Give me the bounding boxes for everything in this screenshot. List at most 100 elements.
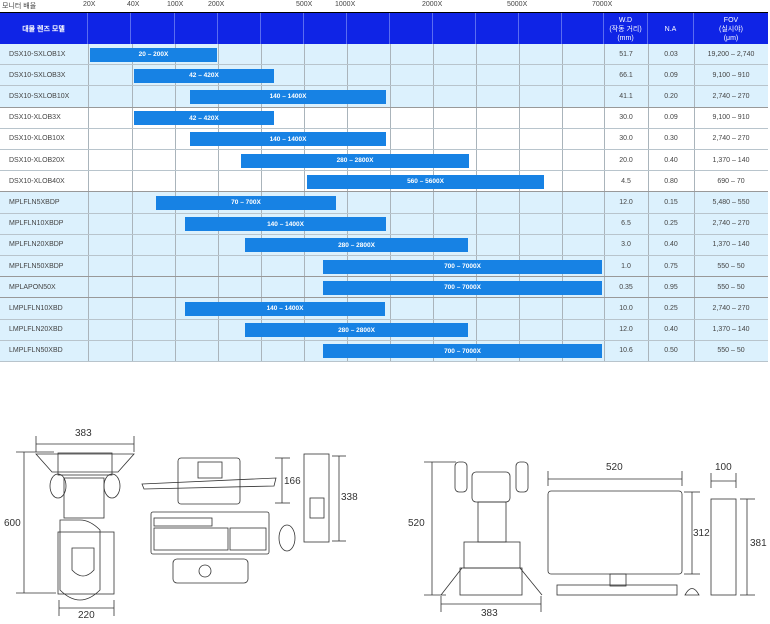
grid-line bbox=[304, 277, 305, 298]
header-grid-cell bbox=[261, 13, 304, 45]
working-distance: 4.5 bbox=[621, 177, 631, 185]
magnification-tick-label: 100X bbox=[167, 1, 184, 8]
monitor-keyboard-drawing bbox=[141, 453, 346, 584]
magnification-range-bar: 140 – 1400X bbox=[185, 301, 385, 316]
grid-line bbox=[519, 107, 520, 128]
grid-line bbox=[390, 213, 391, 234]
monitor-mag-label: 모니터 배율 bbox=[2, 3, 37, 10]
grid-line bbox=[132, 171, 133, 192]
grid-line bbox=[88, 128, 89, 149]
field-of-view: 2,740 – 270 bbox=[712, 92, 750, 100]
grid-line bbox=[390, 44, 391, 65]
grid-line bbox=[604, 150, 605, 171]
grid-line bbox=[562, 128, 563, 149]
grid-line bbox=[648, 234, 649, 255]
grid-line bbox=[648, 150, 649, 171]
model-name: LMPLFLN10XBD bbox=[9, 304, 63, 312]
grid-line bbox=[648, 319, 649, 340]
grid-line bbox=[694, 234, 695, 255]
grid-line bbox=[261, 171, 262, 192]
model-name: DSX10-SXLOB3X bbox=[9, 71, 66, 79]
numerical-aperture: 0.40 bbox=[664, 326, 678, 334]
working-distance: 10.6 bbox=[619, 347, 633, 355]
grid-line bbox=[604, 128, 605, 149]
dim-monitor-width: 520 bbox=[606, 462, 623, 473]
working-distance: 20.0 bbox=[619, 156, 633, 164]
grid-line bbox=[390, 298, 391, 319]
grid-line bbox=[132, 277, 133, 298]
grid-line bbox=[562, 234, 563, 255]
grid-line bbox=[175, 86, 176, 107]
grid-line bbox=[347, 44, 348, 65]
grid-line bbox=[562, 298, 563, 319]
field-of-view: 2,740 – 270 bbox=[712, 220, 750, 228]
working-distance: 3.0 bbox=[621, 241, 631, 249]
grid-line bbox=[175, 256, 176, 277]
grid-line bbox=[390, 128, 391, 149]
grid-line bbox=[648, 65, 649, 86]
grid-line bbox=[519, 213, 520, 234]
header-grid-cell bbox=[476, 13, 519, 45]
dim-right-base: 383 bbox=[481, 608, 498, 619]
grid-line bbox=[175, 340, 176, 361]
grid-line bbox=[347, 192, 348, 213]
table-header: 대물 렌즈 모델 W.D (작동 거리) (mm) N.A FOV (실시야) … bbox=[0, 12, 768, 45]
field-of-view: 2,740 – 270 bbox=[712, 135, 750, 143]
grid-line bbox=[694, 128, 695, 149]
dim-pc-height-right: 381 bbox=[750, 538, 767, 549]
field-of-view: 550 – 50 bbox=[717, 347, 745, 355]
grid-line bbox=[218, 234, 219, 255]
grid-line bbox=[218, 340, 219, 361]
grid-line bbox=[132, 86, 133, 107]
grid-line bbox=[390, 86, 391, 107]
field-of-view: 550 – 50 bbox=[717, 262, 745, 270]
grid-line bbox=[304, 256, 305, 277]
grid-line bbox=[694, 65, 695, 86]
grid-line bbox=[476, 213, 477, 234]
grid-line bbox=[88, 44, 89, 65]
grid-line bbox=[218, 277, 219, 298]
grid-line bbox=[88, 319, 89, 340]
header-grid-cell bbox=[218, 13, 261, 45]
grid-line bbox=[261, 256, 262, 277]
grid-line bbox=[175, 150, 176, 171]
grid-line bbox=[694, 277, 695, 298]
magnification-range-bar: 700 – 7000X bbox=[323, 259, 602, 274]
grid-line bbox=[390, 107, 391, 128]
grid-line bbox=[519, 298, 520, 319]
grid-line bbox=[132, 298, 133, 319]
working-distance: 41.1 bbox=[619, 92, 633, 100]
grid-line bbox=[88, 150, 89, 171]
grid-line bbox=[648, 44, 649, 65]
grid-line bbox=[604, 319, 605, 340]
grid-line bbox=[261, 44, 262, 65]
grid-line bbox=[304, 65, 305, 86]
numerical-aperture: 0.50 bbox=[664, 347, 678, 355]
magnification-tick-label: 500X bbox=[296, 1, 313, 8]
grid-line bbox=[175, 298, 176, 319]
grid-line bbox=[175, 277, 176, 298]
grid-line bbox=[694, 171, 695, 192]
field-of-view: 1,370 – 140 bbox=[712, 241, 750, 249]
grid-line bbox=[476, 234, 477, 255]
model-name: DSX10-SXLOB10X bbox=[9, 92, 70, 100]
header-grid-cell bbox=[433, 13, 476, 45]
working-distance: 66.1 bbox=[619, 71, 633, 79]
header-wd: W.D (작동 거리) (mm) bbox=[604, 13, 648, 45]
grid-line bbox=[562, 107, 563, 128]
dim-left-width: 383 bbox=[75, 428, 92, 439]
numerical-aperture: 0.09 bbox=[664, 71, 678, 79]
grid-line bbox=[519, 128, 520, 149]
grid-line bbox=[175, 171, 176, 192]
grid-line bbox=[648, 128, 649, 149]
magnification-tick-label: 1000X bbox=[335, 1, 356, 8]
header-grid-cell bbox=[390, 13, 433, 45]
